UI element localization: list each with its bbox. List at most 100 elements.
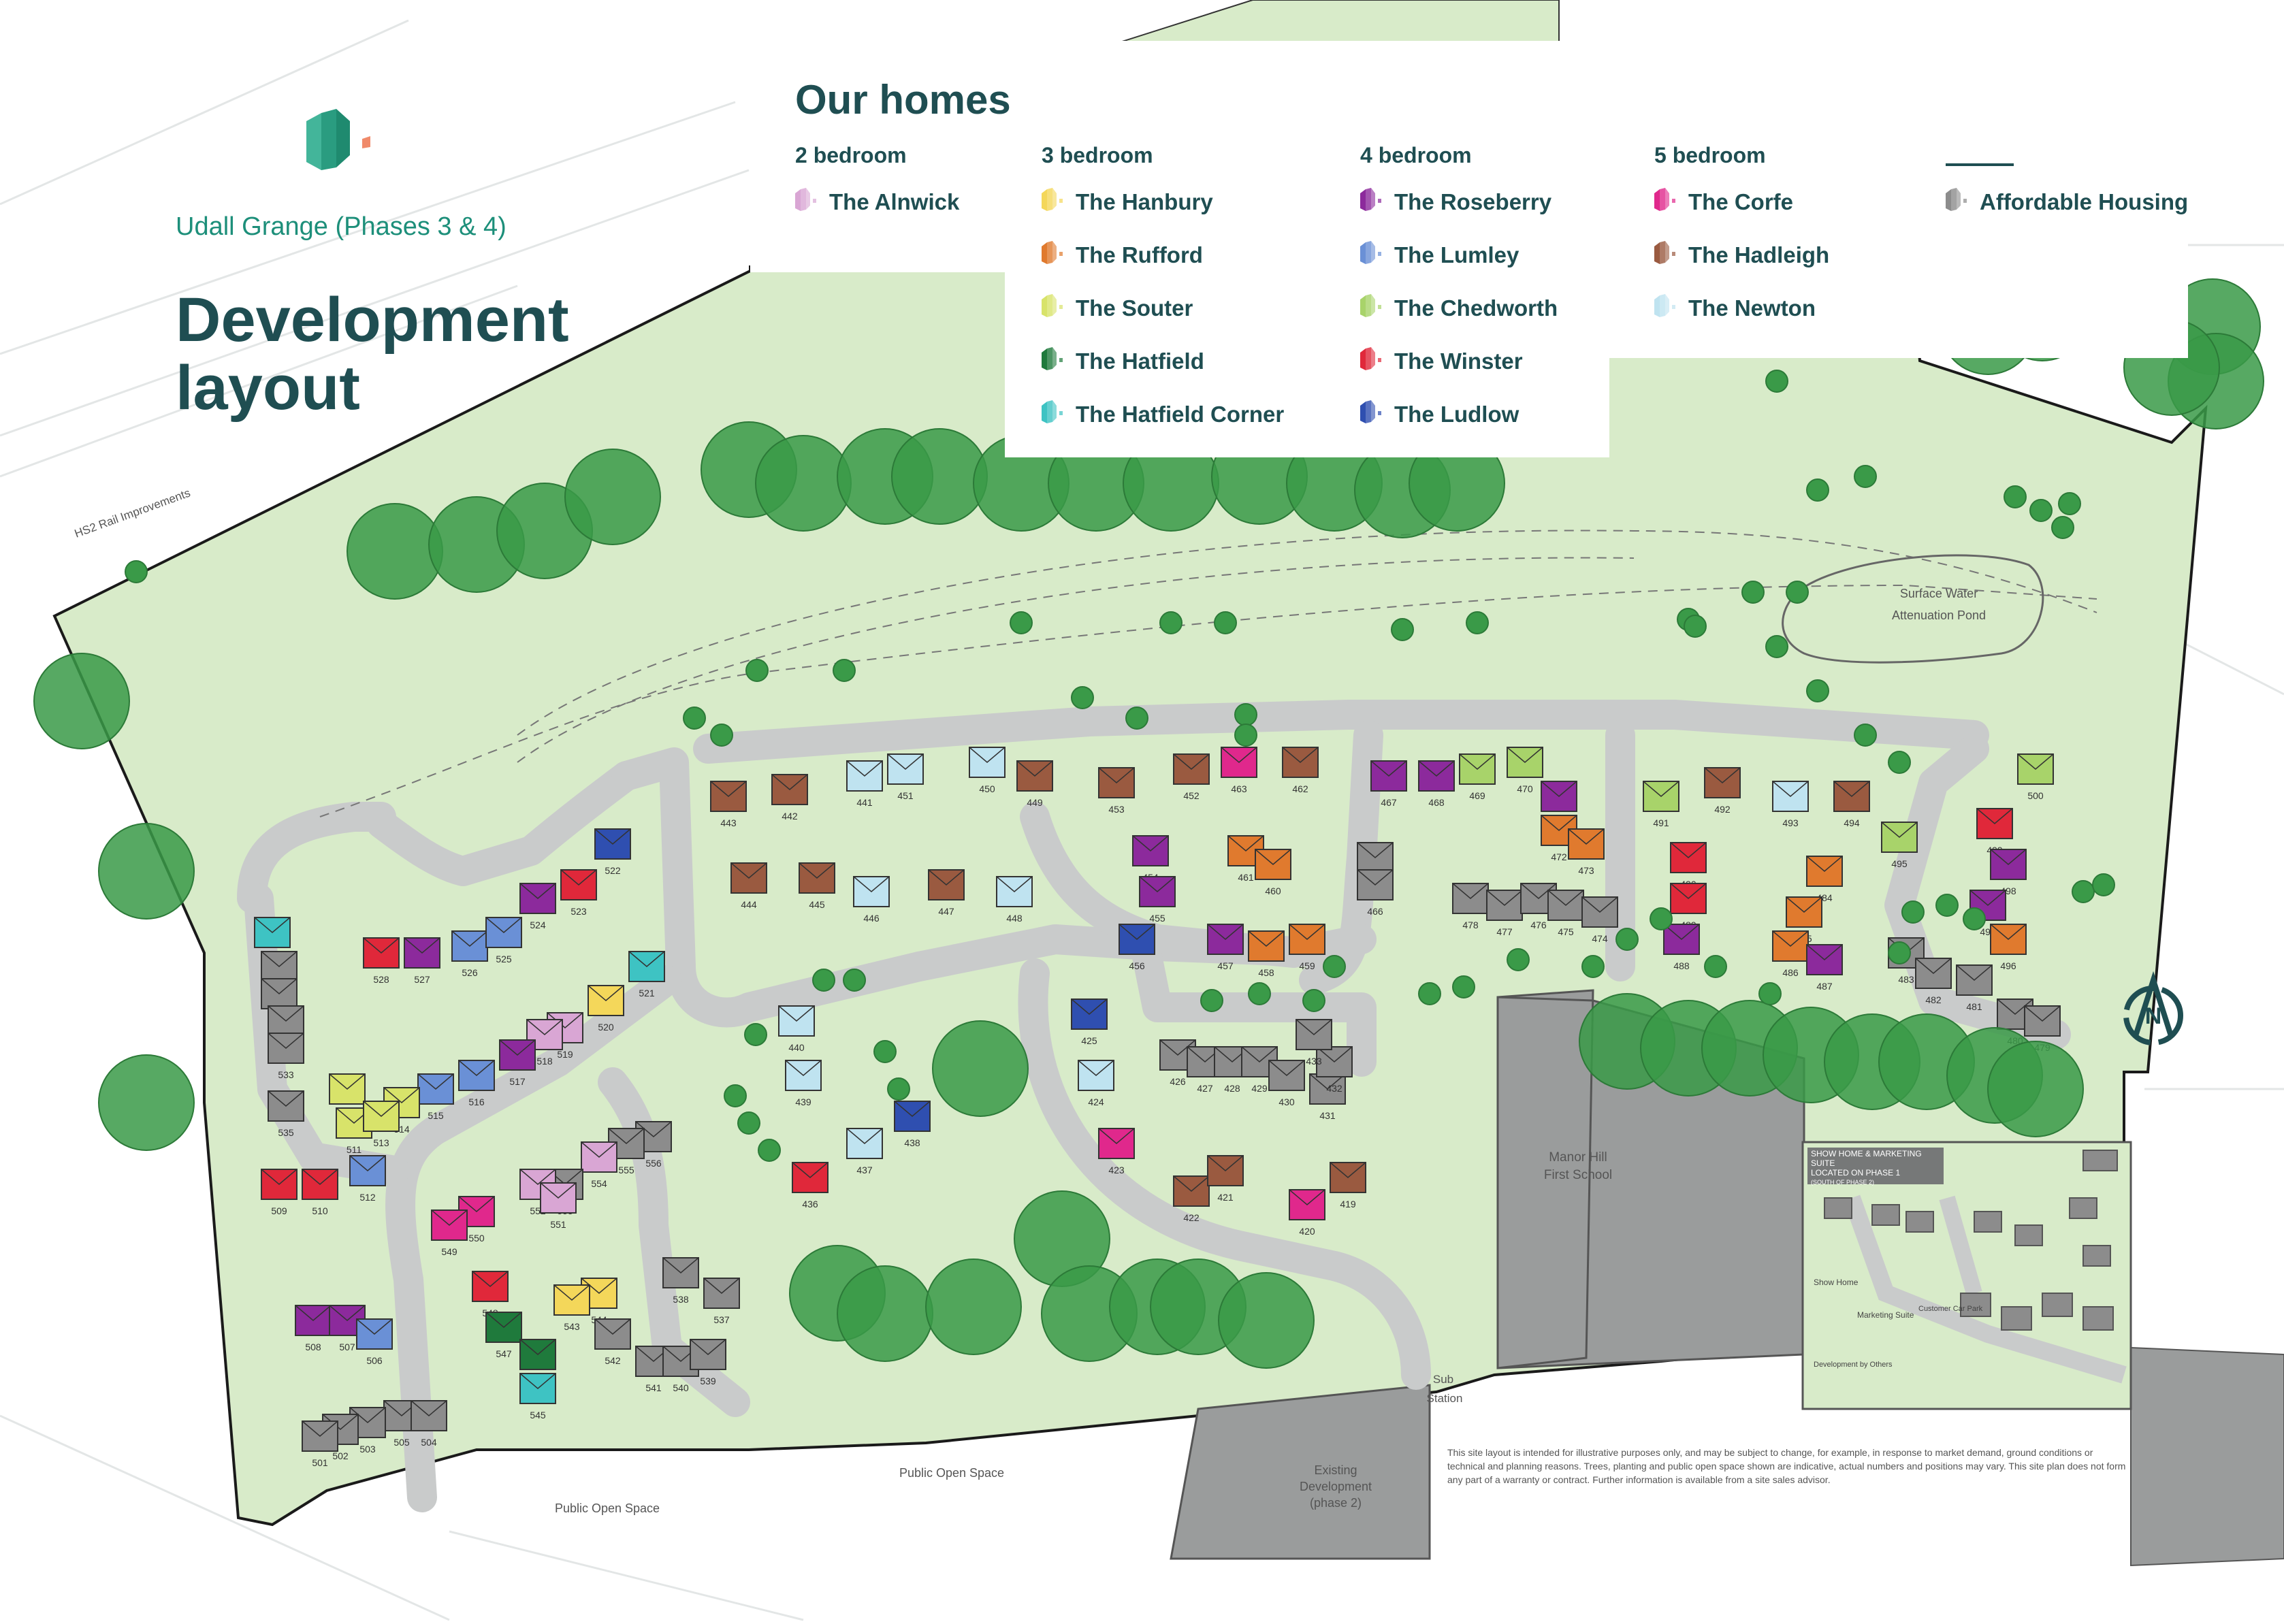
- tree-canopy: [33, 653, 130, 749]
- roof-line: [1207, 1155, 1244, 1171]
- roof-line: [261, 951, 297, 967]
- legend-item-the-chedworth: The Chedworth: [1359, 293, 1558, 324]
- tree-canopy: [932, 1020, 1029, 1117]
- roof-line: [1098, 1128, 1135, 1144]
- plot-526: 526: [451, 930, 488, 978]
- inset-dev-others: Development by Others: [1814, 1361, 1893, 1369]
- tree-small: [1466, 611, 1489, 634]
- pond-label-2: Attenuation Pond: [1892, 608, 1986, 622]
- plot-number: 426: [1170, 1076, 1186, 1087]
- plot-number: 535: [278, 1127, 294, 1138]
- plot-498: 498: [1990, 849, 2027, 896]
- plot-number: 441: [856, 797, 873, 808]
- house-type-name: The Winster: [1394, 348, 1523, 374]
- plot-445: 445: [799, 862, 835, 910]
- plot-461: 461: [1227, 835, 1264, 883]
- plot-number: 475: [1558, 926, 1574, 937]
- roof-line: [268, 1005, 304, 1022]
- roof-line: [799, 862, 835, 879]
- roof-line: [349, 1407, 386, 1423]
- tree-canopy: [891, 428, 988, 525]
- roof-line: [261, 978, 297, 994]
- plot-number: 488: [1673, 960, 1690, 971]
- house-type-name: The Corfe: [1688, 189, 1794, 214]
- house-type-name: The Alnwick: [829, 189, 960, 214]
- roof-line: [547, 1012, 583, 1028]
- tree-small: [1758, 982, 1782, 1005]
- plot-494: 494: [1833, 781, 1870, 828]
- plot-number: 555: [618, 1165, 634, 1175]
- roof-line: [1309, 1073, 1346, 1090]
- substation-label-1: Sub: [1433, 1373, 1453, 1386]
- plot-number: 507: [339, 1342, 355, 1352]
- plot-number: 491: [1653, 817, 1669, 828]
- plot-441: 441: [846, 760, 883, 808]
- house-type-icon: [1944, 186, 1967, 218]
- roof-line: [1078, 1060, 1114, 1076]
- roof-line: [329, 1305, 366, 1321]
- plot-number: 456: [1129, 960, 1145, 971]
- roof-line: [771, 774, 808, 790]
- legend-title: Our homes: [795, 77, 1011, 123]
- legend-item-the-souter: The Souter: [1040, 293, 1193, 324]
- plot-number: 477: [1496, 926, 1513, 937]
- plot-496: 496: [1990, 924, 2027, 971]
- plot-448: 448: [996, 876, 1033, 924]
- house-type-name: The Newton: [1688, 295, 1816, 321]
- roof-line: [581, 1278, 617, 1294]
- house-type-name: The Hatfield: [1076, 348, 1204, 374]
- plot-number: 486: [1782, 967, 1799, 978]
- plot-493: 493: [1772, 781, 1809, 828]
- legend-item-the-winster: The Winster: [1359, 346, 1523, 377]
- legend-heading-0: 2 bedroom: [795, 143, 907, 167]
- roof-line: [2017, 753, 2054, 770]
- plot-number: 493: [1782, 817, 1799, 828]
- plot-473: 473: [1568, 828, 1605, 876]
- roof-line: [846, 1128, 883, 1144]
- grey-corner-parcel: [2130, 1346, 2284, 1567]
- plot-538: 538: [662, 1257, 699, 1305]
- roof-line: [1507, 747, 1543, 763]
- plot-number: 481: [1966, 1001, 1982, 1012]
- plot-number: 466: [1367, 906, 1383, 917]
- tree-small: [1854, 465, 1877, 488]
- plot-number: 459: [1299, 960, 1315, 971]
- plot-number: 425: [1081, 1035, 1097, 1046]
- plot-number: 508: [305, 1342, 321, 1352]
- roof-line: [295, 1305, 332, 1321]
- tree-small: [710, 724, 733, 747]
- tree-small: [1391, 618, 1414, 641]
- plot-513: 513: [363, 1101, 400, 1148]
- legend-item-affordable-housing: Affordable Housing: [1944, 186, 2188, 218]
- plot-number: 487: [1816, 981, 1833, 992]
- plot-459: 459: [1289, 924, 1325, 971]
- plot-467: 467: [1370, 760, 1407, 808]
- tree-small: [1214, 611, 1237, 634]
- disclaimer: This site layout is intended for illustr…: [1447, 1447, 2126, 1485]
- page-title-line2: layout: [176, 353, 360, 423]
- plot-number: 444: [741, 899, 757, 910]
- compass-letter: N: [2145, 1003, 2162, 1029]
- legend-heading-2: 4 bedroom: [1360, 143, 1472, 167]
- footpaths: [319, 530, 2097, 817]
- roof-line: [792, 1162, 829, 1178]
- plot-524: 524: [519, 883, 556, 930]
- tree-canopy: [347, 503, 443, 600]
- roof-line: [268, 1033, 304, 1049]
- roof-line: [1997, 998, 2033, 1015]
- plot-481: 481: [1956, 964, 1993, 1012]
- plot-451: 451: [887, 753, 924, 801]
- plot-430: 430: [1268, 1060, 1305, 1107]
- plot-number: 492: [1714, 804, 1731, 815]
- plot-number: 458: [1258, 967, 1274, 978]
- plot-number: 470: [1517, 783, 1533, 794]
- plot-number: 437: [856, 1165, 873, 1175]
- house-type-icon: [1040, 240, 1063, 271]
- roof-line: [1159, 1039, 1196, 1056]
- plot-533: 533: [268, 1033, 304, 1080]
- brand-logo: [306, 108, 381, 179]
- house-type-name: The Rufford: [1076, 242, 1203, 267]
- roof-line: [499, 1039, 536, 1056]
- existing-label-2: Development: [1300, 1480, 1372, 1493]
- plot-439: 439: [785, 1060, 822, 1107]
